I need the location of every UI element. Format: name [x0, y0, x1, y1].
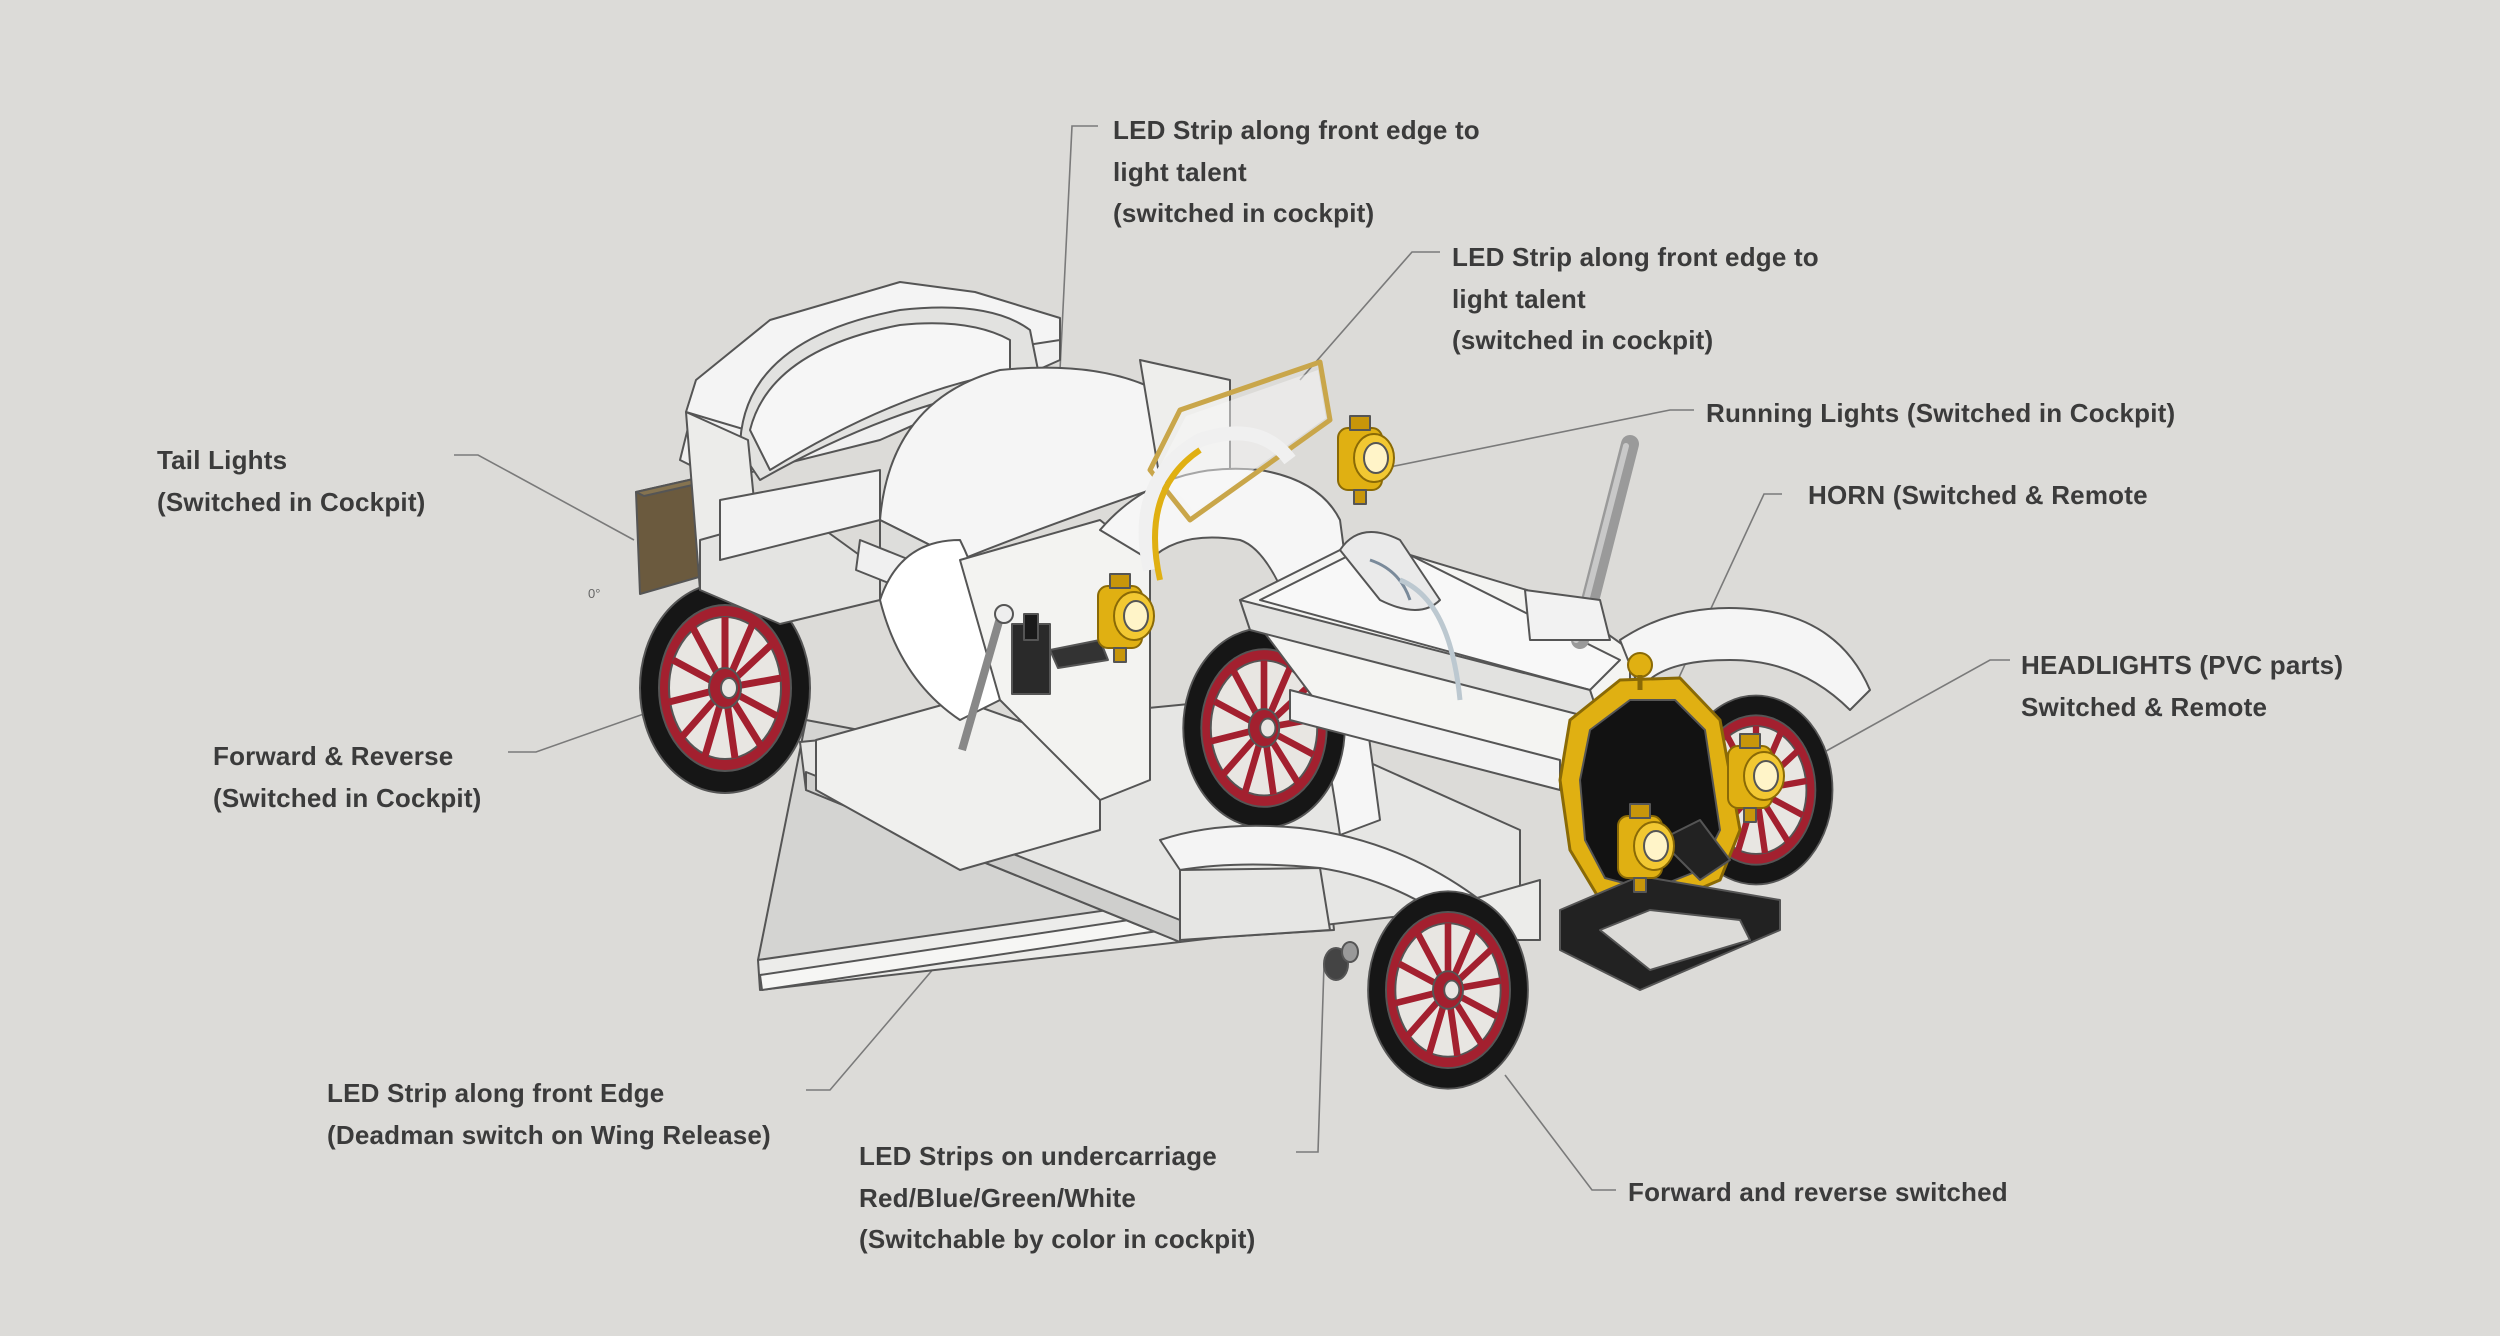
- windshield-frame: [1147, 359, 1333, 523]
- callout-line: (Switched in Cockpit): [213, 782, 482, 813]
- leader-forward-reverse: [508, 709, 656, 753]
- callout-led-strip-wing: LED Strip along front Edge (Deadman swit…: [327, 1073, 771, 1156]
- callout-line: LED Strip along front Edge: [327, 1078, 665, 1108]
- callout-led-strip-front-edge-a: LED Strip along front edge to light tale…: [1113, 110, 1480, 235]
- callout-forward-reverse-cockpit: Forward & Reverse (Switched in Cockpit): [213, 736, 482, 819]
- callout-tail-lights: Tail Lights (Switched in Cockpit): [157, 440, 426, 523]
- callout-line: (switched in cockpit): [1113, 198, 1375, 228]
- callout-line: Running Lights (Switched in Cockpit): [1706, 398, 2176, 428]
- callout-line: (Switched in Cockpit): [157, 486, 426, 517]
- vehicle: [635, 281, 1871, 1089]
- callout-forward-reverse-switched: Forward and reverse switched: [1628, 1172, 2008, 1214]
- callout-headlights: HEADLIGHTS (PVC parts) Switched & Remote: [2021, 645, 2343, 728]
- leader-running-lights: [1384, 409, 1694, 469]
- callout-line: Forward and reverse switched: [1628, 1177, 2008, 1207]
- leader-lines: [454, 125, 2010, 1191]
- tick-mark: 0°: [588, 586, 600, 601]
- callout-line: light talent: [1452, 283, 1586, 314]
- callout-running-lights: Running Lights (Switched in Cockpit): [1706, 393, 2175, 435]
- leader-forward-switched: [1504, 1074, 1616, 1191]
- horn-cap: [1627, 652, 1653, 678]
- callout-line: Forward & Reverse: [213, 741, 454, 771]
- callout-line: LED Strips on undercarriage: [859, 1141, 1217, 1171]
- callout-horn: HORN (Switched & Remote: [1808, 475, 2148, 517]
- callout-line: (Deadman switch on Wing Release): [327, 1119, 771, 1150]
- leader-led-wing: [806, 939, 959, 1091]
- callout-line: light talent: [1113, 156, 1247, 187]
- callout-led-strip-front-edge-b: LED Strip along front edge to light tale…: [1452, 237, 1819, 362]
- callout-line: LED Strip along front edge to: [1452, 242, 1819, 272]
- callout-line: (Switchable by color in cockpit): [859, 1224, 1256, 1254]
- callout-line: Red/Blue/Green/White: [859, 1182, 1137, 1213]
- leader-led-front-a: [1059, 125, 1098, 371]
- callout-line: HORN (Switched & Remote: [1808, 480, 2148, 510]
- leader-tail-lights: [454, 454, 635, 541]
- leader-headlights: [1809, 659, 2010, 761]
- callout-led-strips-undercarriage: LED Strips on undercarriage Red/Blue/Gre…: [859, 1136, 1255, 1261]
- callout-line: Switched & Remote: [2021, 691, 2268, 722]
- leader-led-front-b: [1299, 251, 1440, 381]
- leader-undercarriage: [1296, 964, 1325, 1153]
- callout-line: HEADLIGHTS (PVC parts): [2021, 650, 2344, 680]
- callout-line: LED Strip along front edge to: [1113, 115, 1480, 145]
- callout-line: (switched in cockpit): [1452, 325, 1714, 355]
- callout-line: Tail Lights: [157, 445, 288, 475]
- running-lamp: [1337, 415, 1395, 505]
